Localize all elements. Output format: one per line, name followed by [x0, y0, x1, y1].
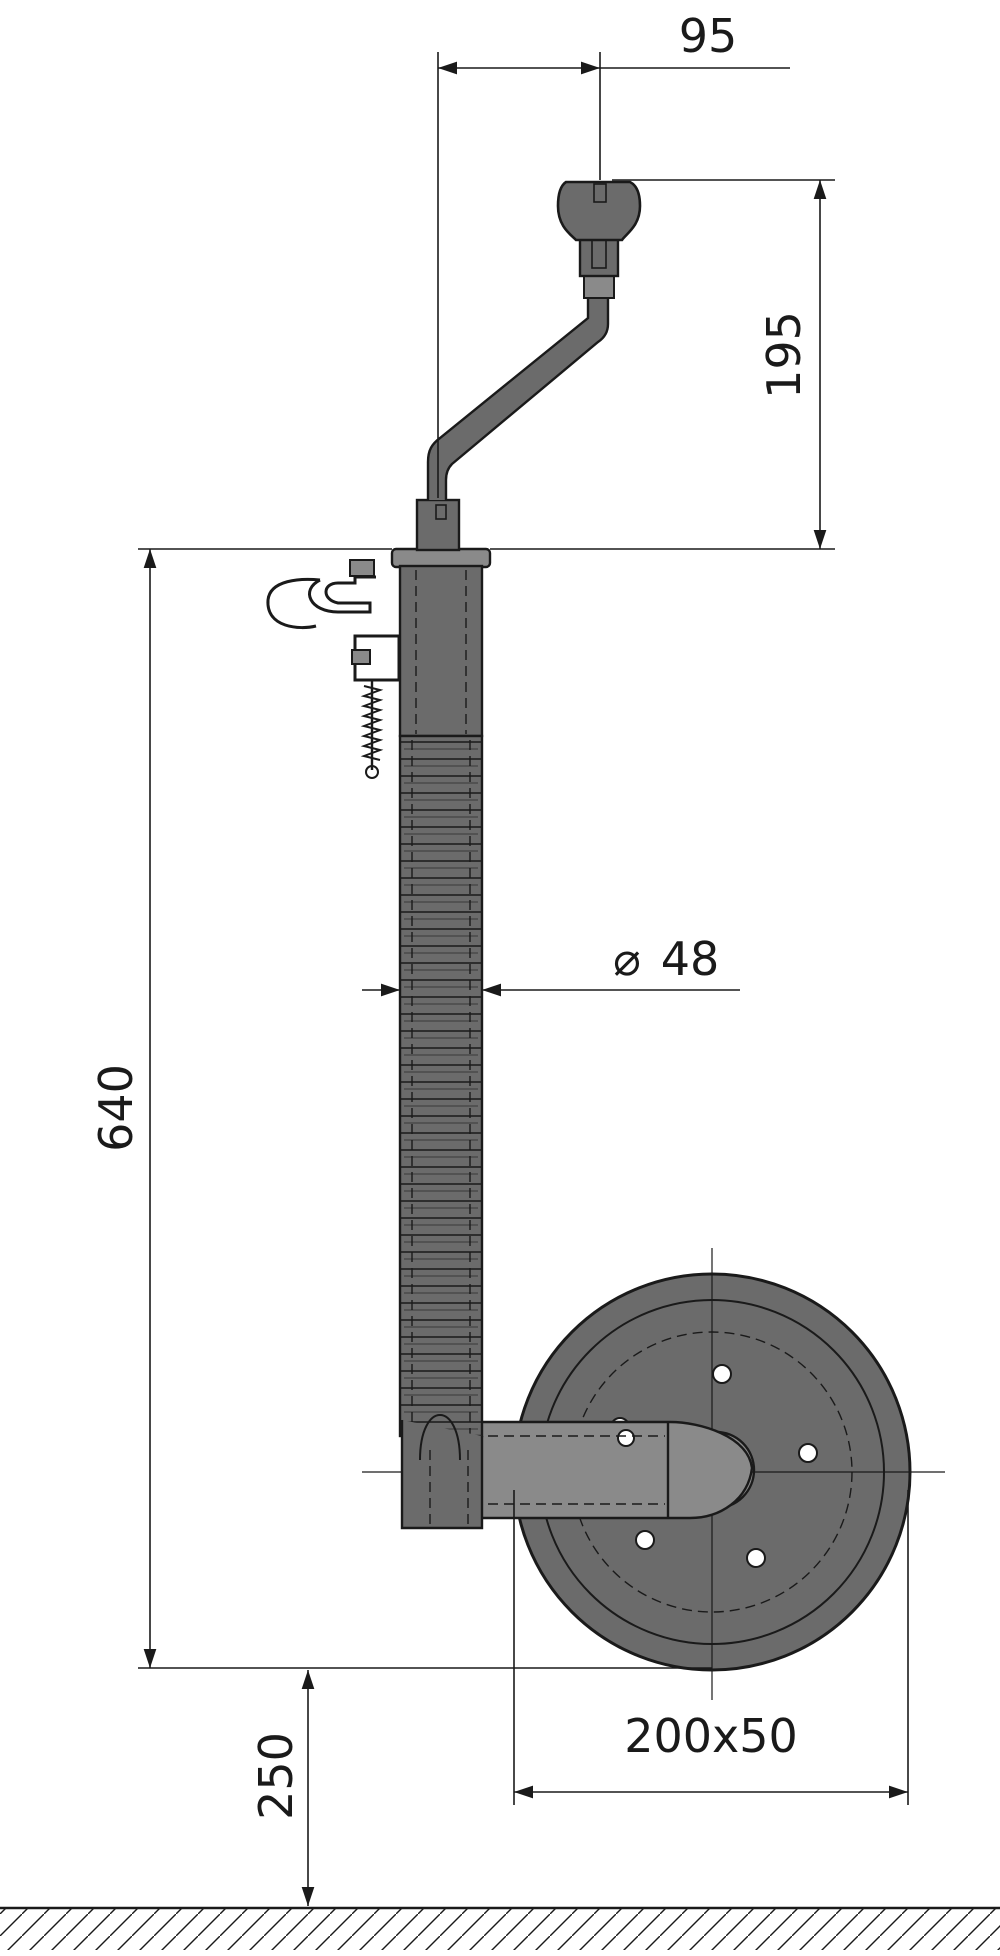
dimension-handle-height: 195 — [490, 179, 835, 550]
axle-bracket — [436, 1420, 754, 1520]
clamp-bracket — [266, 559, 401, 779]
crank-collar — [415, 498, 461, 552]
tube-flange — [390, 547, 492, 569]
dimension-tube-diameter: ⌀ 48 — [362, 932, 740, 997]
dimension-total-height: 640 — [89, 548, 712, 1669]
dimension-95-label: 95 — [679, 9, 738, 63]
dimension-640-label: 640 — [89, 1064, 143, 1152]
ground — [0, 1906, 1000, 1950]
clamp-spring — [360, 680, 384, 779]
dimension-200x50-label: 200x50 — [624, 1709, 798, 1763]
jack-tube — [390, 547, 492, 1530]
dimension-wheel-size: 200x50 — [513, 1490, 909, 1805]
tube-upper — [398, 564, 484, 738]
dimension-195-label: 195 — [757, 311, 811, 399]
tube-ribs — [400, 741, 482, 1430]
dimension-crank-offset: 95 — [437, 9, 790, 498]
crank-knob — [556, 180, 642, 242]
dimension-diameter-symbol: ⌀ — [613, 932, 641, 986]
crank-handle — [415, 180, 642, 552]
dimension-250-label: 250 — [249, 1732, 303, 1820]
dimension-48-label: 48 — [661, 932, 720, 986]
dimension-ground-clearance: 250 — [249, 1670, 315, 1906]
